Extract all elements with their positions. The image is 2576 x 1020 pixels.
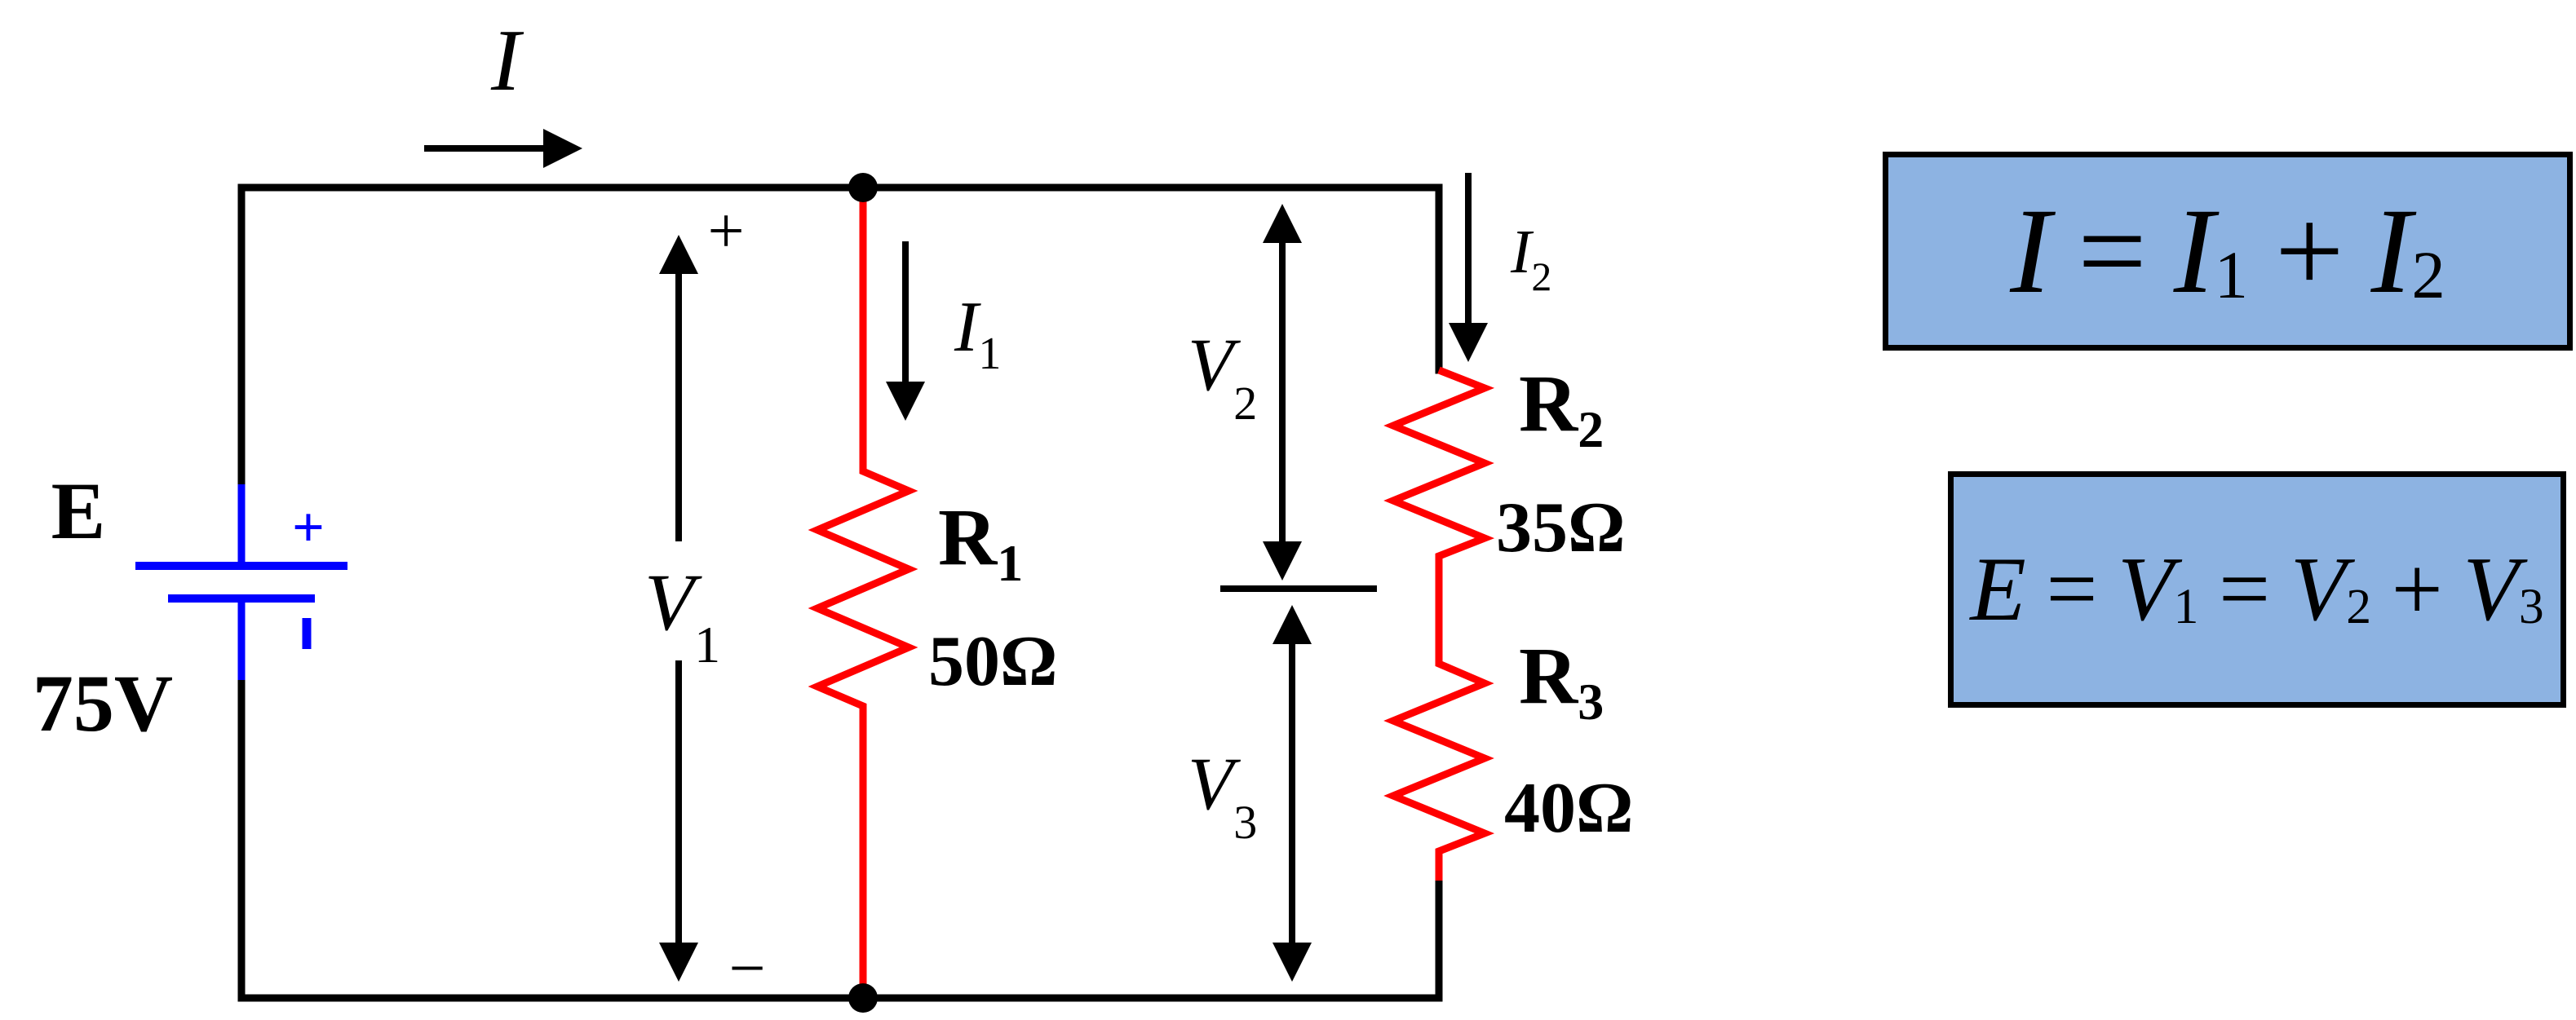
eq2-term1-sub: 1	[2173, 579, 2199, 635]
voltage-v2-label: V2	[1188, 323, 1257, 430]
r2-value: 35Ω	[1496, 488, 1625, 567]
current-i2-label: I2	[1510, 218, 1551, 299]
eq1-term1: I	[2173, 183, 2215, 319]
voltage-v3-label: V3	[1188, 742, 1257, 849]
voltage-v1-minus: −	[728, 933, 765, 1005]
branch-r2-r3	[1383, 366, 1495, 881]
resistor-r3	[1383, 607, 1495, 881]
eq2-equals-1: =	[2046, 538, 2098, 640]
source-value: 75V	[33, 658, 173, 748]
eq1-plus: +	[2274, 183, 2344, 319]
r1-value: 50Ω	[928, 622, 1057, 701]
current-i1-label: I1	[954, 288, 1001, 379]
wires	[237, 183, 1443, 1002]
resistor-r2	[1383, 366, 1495, 607]
eq2-term3: V	[2463, 538, 2519, 640]
bottom-wire	[237, 676, 1443, 1002]
voltage-v1-plus: +	[707, 196, 744, 267]
r3-label: R3	[1519, 630, 1604, 731]
battery-plus-sign: +	[292, 497, 325, 559]
eq1-term2: I	[2370, 183, 2412, 319]
eq1-equals: =	[2078, 183, 2147, 319]
battery: +	[135, 484, 347, 680]
eq2-term3-sub: 3	[2518, 579, 2544, 635]
current-i-label: I	[490, 12, 524, 109]
eq1-term1-sub: 1	[2214, 236, 2248, 312]
top-wire	[237, 183, 1443, 488]
voltage-v1-label: V1	[644, 557, 720, 673]
eq1-lhs: I	[2010, 183, 2052, 319]
eq2-term1: V	[2118, 538, 2174, 640]
eq2-term2: V	[2290, 538, 2347, 640]
branch-r1	[808, 188, 918, 998]
eq2-equals-2: =	[2219, 538, 2271, 640]
resistor-r1	[808, 188, 918, 998]
r3-value: 40Ω	[1504, 769, 1633, 848]
source-label: E	[51, 466, 106, 556]
r1-label: R1	[938, 492, 1023, 592]
eq2-lhs: E	[1970, 538, 2026, 640]
junction-top	[848, 173, 878, 202]
r2-label: R2	[1519, 358, 1604, 458]
eq2-term2-sub: 2	[2346, 579, 2372, 635]
eq2-plus: +	[2391, 538, 2443, 640]
junction-bottom	[848, 983, 878, 1013]
eq1-term2-sub: 2	[2411, 236, 2445, 312]
